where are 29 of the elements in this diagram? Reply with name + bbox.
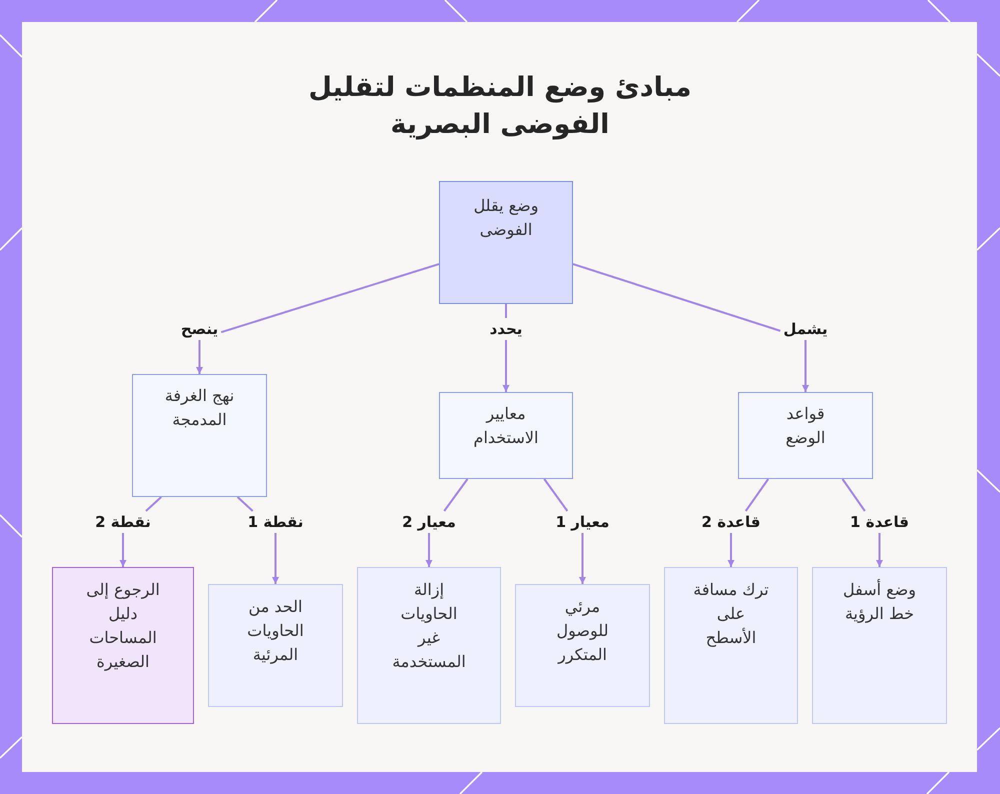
- connector-arrow: [236, 496, 279, 585]
- edge-label: يحدد: [490, 320, 522, 338]
- leaf-box: الحد من الحاويات المرئية: [208, 584, 343, 707]
- edge-label: نقطة 1: [248, 513, 304, 531]
- connector-arrow: [543, 478, 586, 585]
- connector-arrow: [120, 496, 162, 568]
- title: مبادئ وضع المنظمات لتقليل الفوضى البصرية: [308, 71, 692, 142]
- connector-arrow: [842, 478, 883, 568]
- leaf-box: ترك مسافة على الأسطح: [664, 567, 798, 724]
- edge-label: نقطة 2: [95, 513, 151, 531]
- branch-box: قواعد الوضع: [738, 392, 873, 479]
- edge-label: قاعدة 1: [850, 513, 909, 531]
- connector-arrow: [502, 303, 510, 393]
- branch-box: معايير الاستخدام: [439, 392, 573, 479]
- leaf-box: إزالة الحاويات غير المستخدمة: [357, 567, 501, 724]
- edge-label: يشمل: [783, 320, 828, 338]
- connector-arrow: [426, 478, 468, 568]
- edge-label: قاعدة 2: [702, 513, 760, 531]
- edge-label: ينصح: [180, 320, 218, 338]
- highlighted-box: الرجوع إلى دليل المساحات الصغيرة: [52, 567, 194, 724]
- connector-arrow: [196, 263, 440, 375]
- edge-label: معيار 2: [402, 513, 456, 531]
- leaf-box: وضع أسفل خط الرؤية: [812, 567, 947, 724]
- leaf-box: مرئي للوصول المتكرر: [515, 584, 650, 707]
- branch-box: نهج الغرفة المدمجة: [132, 374, 267, 497]
- root-box: وضع يقلل الفوضى: [439, 181, 573, 304]
- connector-arrow: [572, 263, 809, 393]
- edge-label: معيار 1: [556, 513, 610, 531]
- connector-arrow: [728, 478, 770, 568]
